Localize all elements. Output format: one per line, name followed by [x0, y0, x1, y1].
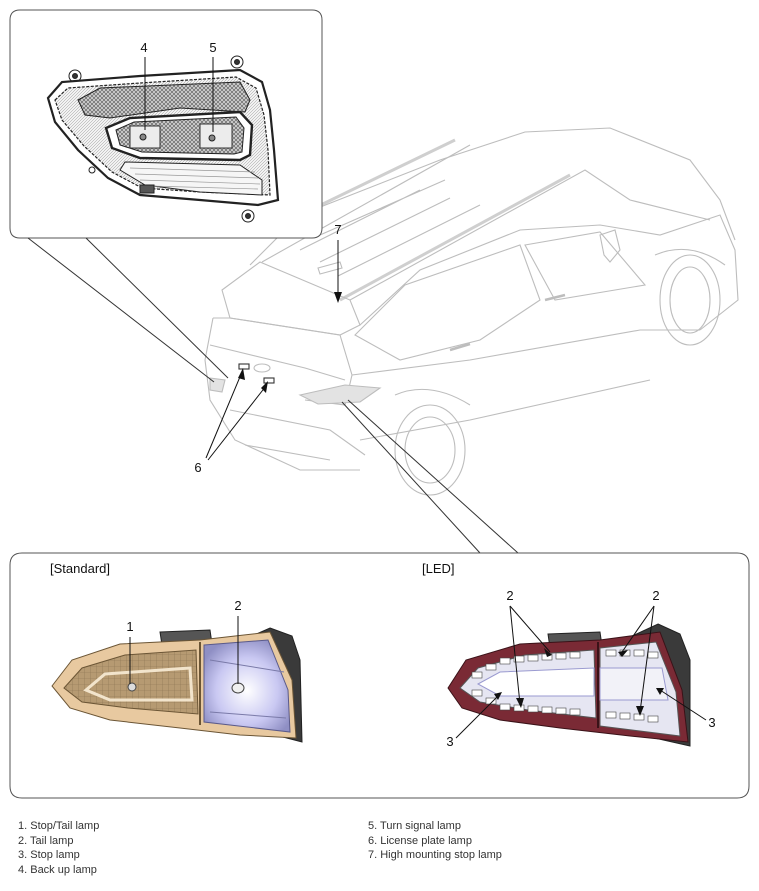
arrow-head-3-left — [494, 692, 502, 700]
arrow-head-2-led-d — [636, 706, 644, 716]
leader-line-6a — [205, 371, 243, 459]
inset-connector-right — [85, 237, 229, 379]
callout-2-led-left: 2 — [506, 588, 513, 603]
arrow-head-2-led-b — [516, 698, 524, 708]
legend-item-4: 4. Back up lamp — [18, 863, 97, 876]
leader-line-2-led-d — [639, 605, 655, 713]
panel-connector-left — [341, 401, 481, 554]
legend-item-7: 7. High mounting stop lamp — [368, 849, 502, 861]
leader-line-3-right — [659, 689, 707, 721]
callout-7: 7 — [334, 222, 341, 237]
standard-title: [Standard] — [50, 561, 110, 576]
arrow-head-7 — [334, 292, 342, 303]
arrow-head-2-led-a — [544, 648, 552, 657]
standard-tail-lamp — [51, 627, 303, 743]
callout-3-led-left: 3 — [446, 734, 453, 749]
panel-connector-right — [347, 399, 519, 554]
inset-connector-left — [27, 237, 215, 383]
legend-item-3: 3. Stop lamp — [18, 849, 80, 861]
arrow-head-6a — [238, 368, 245, 380]
callout-3-led-right: 3 — [708, 715, 715, 730]
leader-line-6b — [207, 385, 267, 461]
legend-right: 5. Turn signal lamp 6. License plate lam… — [368, 819, 502, 863]
callout-2-standard: 2 — [234, 598, 241, 613]
arrow-head-6b — [261, 381, 268, 393]
leader-line-2-led-c — [621, 605, 655, 653]
callout-1: 1 — [126, 619, 133, 634]
leader-line-2-led-a — [509, 605, 551, 653]
arrow-head-3-right — [656, 688, 664, 695]
leader-line-3-left — [455, 693, 501, 739]
legend-item-6: 6. License plate lamp — [368, 834, 472, 847]
callout-6: 6 — [194, 460, 201, 475]
callout-5: 5 — [209, 40, 216, 55]
callout-2-led-right: 2 — [652, 588, 659, 603]
legend-item-2: 2. Tail lamp — [18, 834, 74, 847]
inset-panel-bottom — [9, 552, 750, 799]
legend-left: 1. Stop/Tail lamp 2. Tail lamp 3. Stop l… — [18, 819, 99, 877]
callout-4: 4 — [140, 40, 147, 55]
led-title: [LED] — [422, 561, 455, 576]
back-door-lamp-illustration — [46, 55, 280, 223]
legend-item-5: 5. Turn signal lamp — [368, 820, 461, 832]
leader-line-2-led-b — [509, 605, 521, 705]
legend-item-1: 1. Stop/Tail lamp — [18, 820, 100, 832]
arrow-head-2-led-c — [618, 650, 628, 657]
vehicle-outline — [204, 127, 739, 496]
